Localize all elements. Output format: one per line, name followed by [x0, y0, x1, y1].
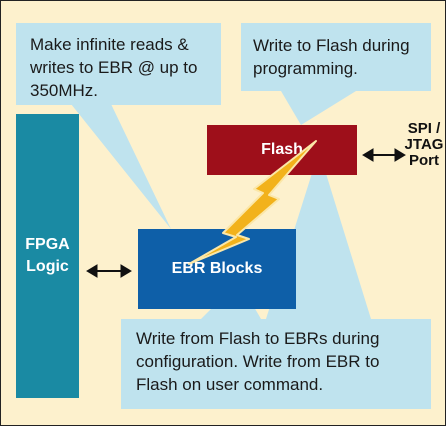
ebr-access-text: Make infinite reads & writes to EBR @ up… [30, 35, 198, 100]
flash-label: Flash [261, 141, 303, 158]
fpga-label-line2: Logic [26, 258, 69, 275]
flash-write-callout: Write to Flash during programming. [241, 23, 431, 91]
port-label-line2: JTAG [404, 136, 444, 153]
ebr-access-callout: Make infinite reads & writes to EBR @ up… [16, 23, 221, 105]
flash-write-pointer [281, 91, 356, 125]
ebr-label: EBR Blocks [171, 260, 263, 277]
port-label-line1: SPI / [407, 120, 441, 137]
ebr-blocks: EBR Blocks [138, 229, 296, 309]
flash-write-text: Write to Flash during programming. [253, 36, 410, 78]
config-callout: Write from Flash to EBRs during configur… [121, 319, 431, 409]
fpga-logic-block: FPGA Logic [16, 114, 79, 398]
port-label-line3: Port [409, 152, 439, 169]
ebr-access-pointer [71, 104, 171, 229]
port-label: SPI / JTAG Port [403, 121, 445, 169]
fpga-ebr-arrow [86, 264, 132, 278]
config-text: Write from Flash to EBRs during configur… [136, 329, 380, 394]
fpga-label-line1: FPGA [25, 236, 70, 253]
lightning-bolt-icon [188, 140, 317, 265]
flash-port-arrow [362, 148, 406, 162]
